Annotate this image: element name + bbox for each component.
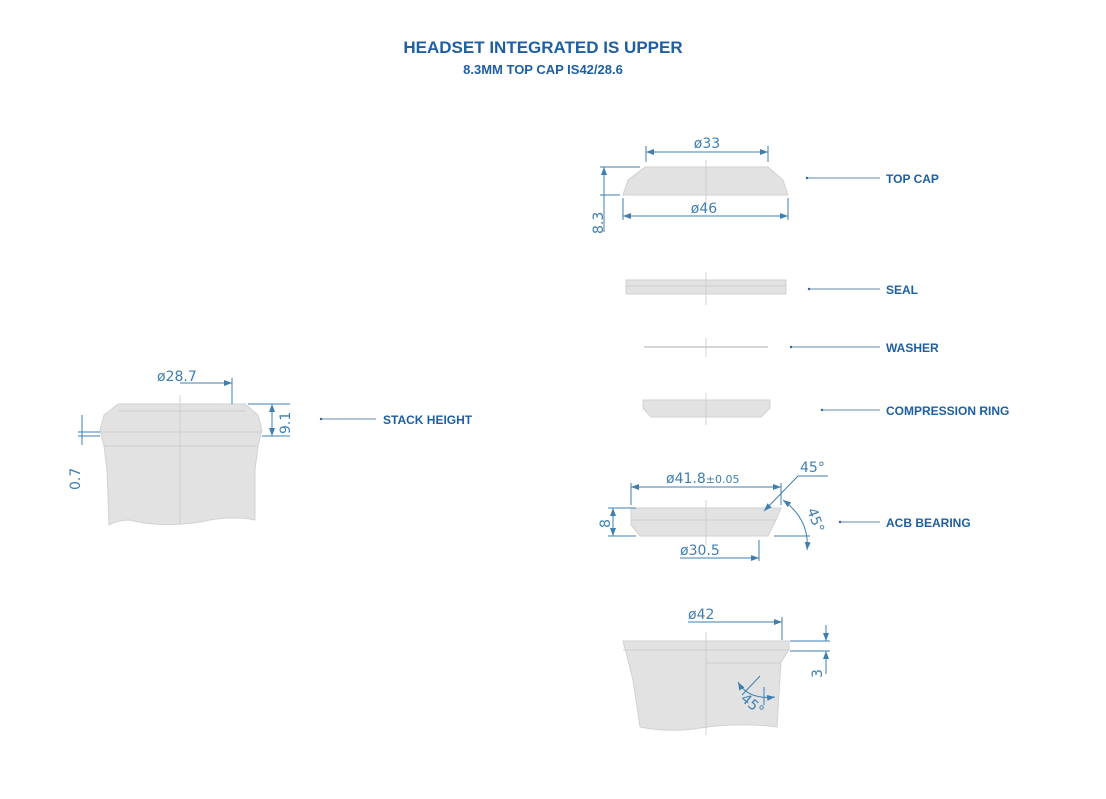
stack-part bbox=[99, 395, 263, 526]
dim-bearing-angle-top: 45° bbox=[800, 460, 825, 476]
label-washer: WASHER bbox=[886, 341, 939, 355]
label-acb-bearing: ACB BEARING bbox=[886, 516, 971, 530]
top-cap-part bbox=[622, 166, 789, 196]
dim-bearing-inner: ø30.5 bbox=[680, 543, 720, 559]
dim-frame-diameter: ø42 bbox=[688, 607, 714, 623]
diagram-subtitle: 8.3MM TOP CAP IS42/28.6 bbox=[463, 62, 623, 77]
label-seal: SEAL bbox=[886, 283, 918, 297]
dim-topcap-height: 8.3 bbox=[591, 212, 607, 234]
label-compression-ring: COMPRESSION RING bbox=[886, 404, 1009, 418]
dim-bearing-angle-side: 45° bbox=[803, 506, 827, 535]
dim-stack-lip: 0.7 bbox=[68, 468, 84, 490]
compression-ring-part bbox=[642, 399, 771, 418]
dim-topcap-outer: ø46 bbox=[691, 201, 717, 217]
label-stack-height: STACK HEIGHT bbox=[383, 413, 473, 427]
label-top-cap: TOP CAP bbox=[886, 172, 939, 186]
diagram-title: HEADSET INTEGRATED IS UPPER bbox=[403, 38, 682, 57]
dim-stack-diameter: ø28.7 bbox=[157, 369, 197, 385]
dim-bearing-outer: ø41.8±0.05 bbox=[666, 471, 739, 487]
dim-frame-depth: 3 bbox=[810, 669, 826, 678]
dim-bearing-height: 8 bbox=[598, 519, 614, 528]
dim-stack-height: 9.1 bbox=[278, 412, 294, 434]
dim-topcap-inner: ø33 bbox=[694, 136, 720, 152]
